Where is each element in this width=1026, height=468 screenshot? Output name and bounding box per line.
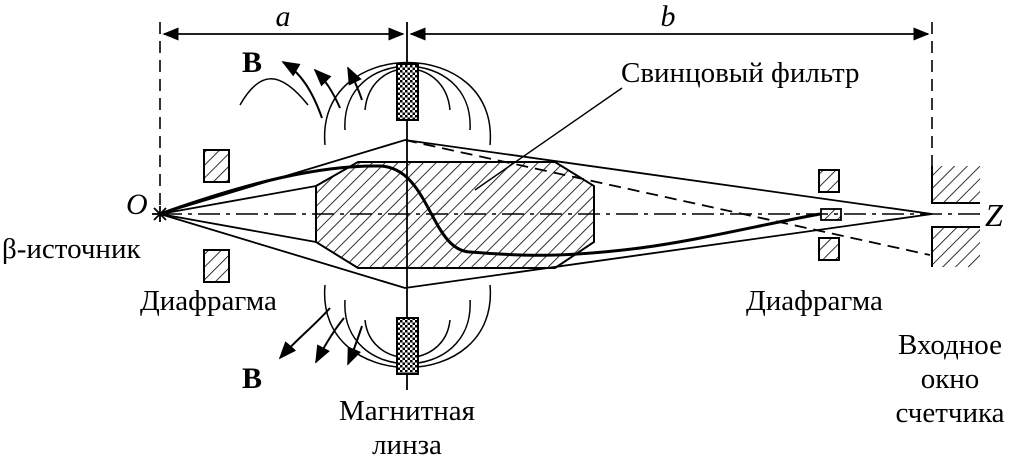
field-arrows-bottom	[278, 307, 363, 366]
axis-z-label: Z	[985, 197, 1004, 233]
lead-filter-label: Свинцовый фильтр	[621, 57, 859, 89]
field-arrows-top	[281, 61, 363, 119]
diaphragm-left-label: Диафрагма	[140, 285, 277, 317]
diaphragm-left-bottom	[203, 249, 230, 283]
counter-window-label-line3: счетчика	[895, 397, 1004, 429]
source-label: β-источник	[2, 233, 141, 265]
dimension-a-label: a	[276, 0, 291, 33]
origin-label: O	[126, 188, 148, 221]
diaphragm-left-top	[203, 149, 230, 183]
field-label-bottom: B	[242, 362, 262, 395]
filter-leader-line	[474, 87, 623, 191]
magnetic-lens-label-line1: Магнитная	[339, 395, 475, 427]
diaphragm-right-aperture	[820, 208, 842, 221]
source-point-icon	[152, 206, 168, 222]
lead-filter	[315, 161, 595, 269]
counter-window-label-line2: окно	[921, 363, 980, 395]
dashed-ray	[404, 139, 931, 256]
counter-window	[931, 166, 980, 267]
counter-window-label-line1: Входное	[898, 329, 1002, 361]
field-label-top: B	[242, 46, 262, 79]
diaphragm-right-top	[818, 169, 840, 193]
electron-trajectory	[159, 164, 821, 257]
magnet-coil-bottom	[396, 317, 419, 375]
diaphragm-right-label: Диафрагма	[746, 285, 883, 317]
magnetic-field-lines-top	[239, 61, 491, 146]
magnet-coil-top	[396, 63, 419, 121]
dimension-b-label: b	[661, 0, 676, 33]
magnetic-lens-label-line2: линза	[372, 429, 442, 461]
diaphragm-right-bottom	[818, 237, 840, 261]
